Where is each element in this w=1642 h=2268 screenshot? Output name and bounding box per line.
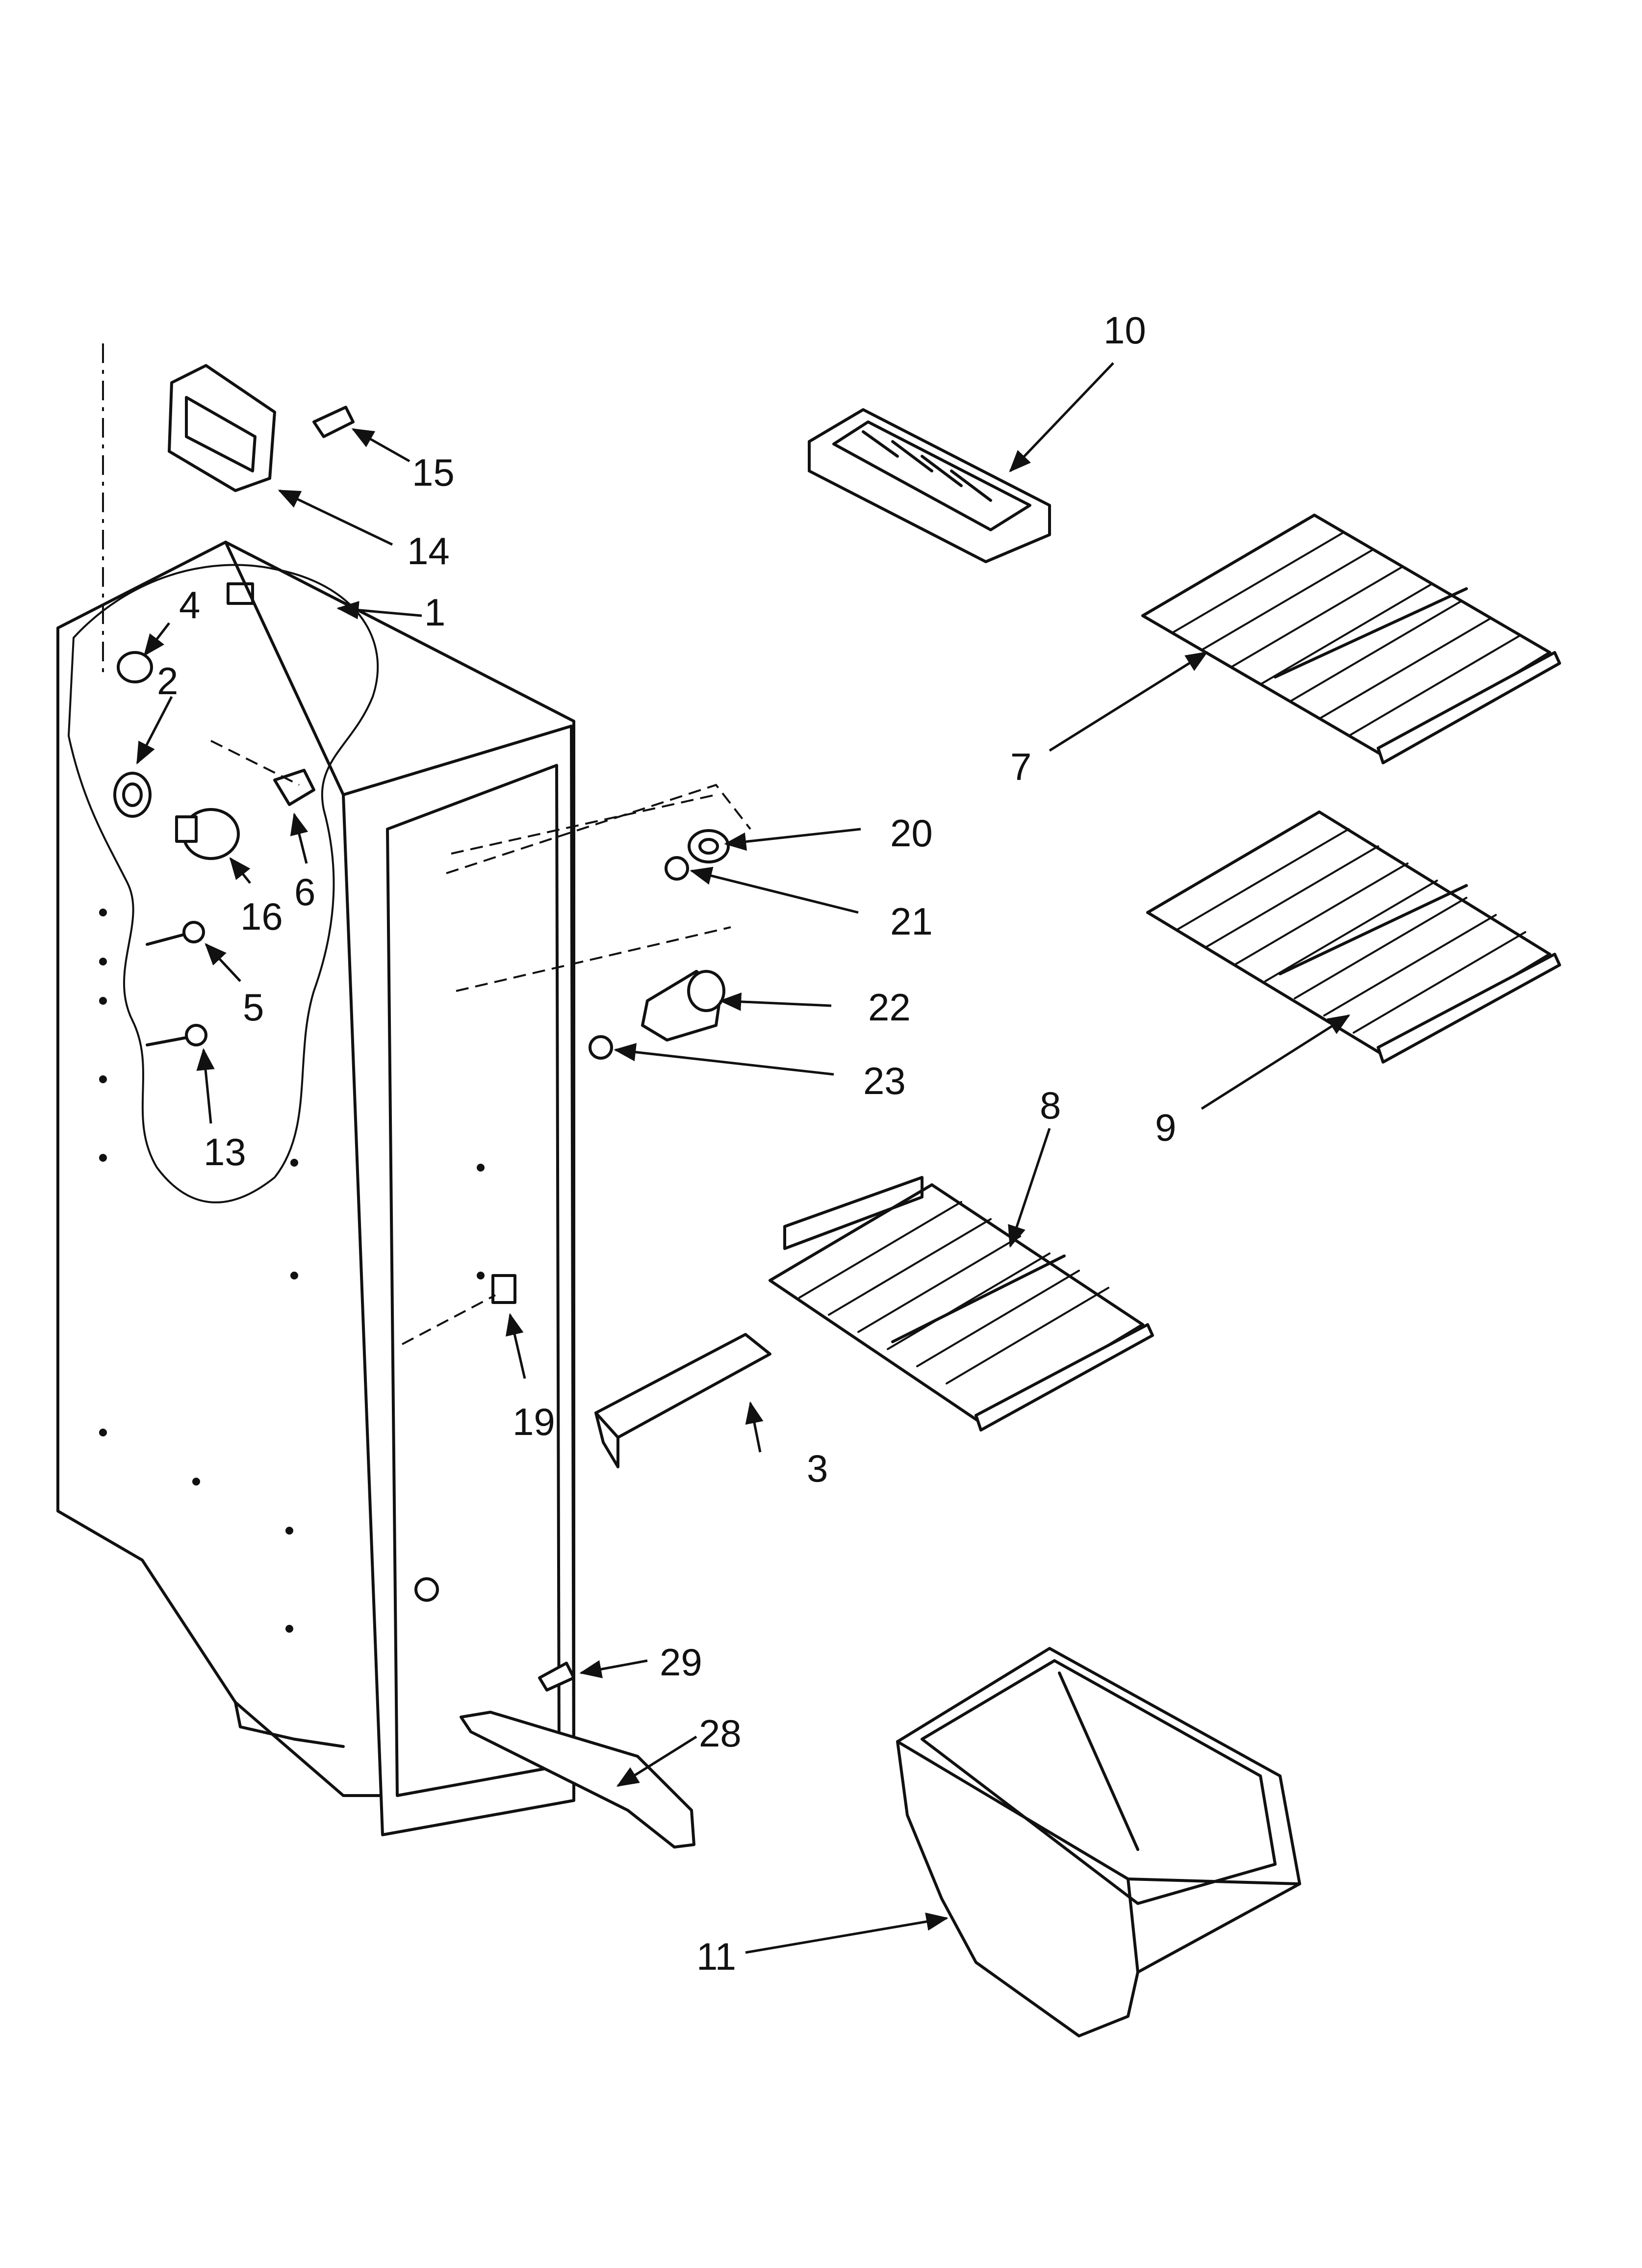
callout-1: 1 xyxy=(424,591,445,634)
callout-6: 6 xyxy=(294,870,315,913)
callout-7: 7 xyxy=(1010,745,1031,788)
light-socket xyxy=(113,772,152,818)
wire-shelf-9 xyxy=(1146,810,1561,1064)
callout-21: 21 xyxy=(890,900,933,943)
callout-10: 10 xyxy=(1103,309,1146,352)
callout-29: 29 xyxy=(660,1641,702,1684)
rail-28 xyxy=(460,1711,695,1849)
screw-13 xyxy=(146,1024,207,1046)
callout-19: 19 xyxy=(513,1400,555,1443)
switch-19 xyxy=(491,1274,516,1304)
callout-14: 14 xyxy=(407,529,450,573)
callout-28: 28 xyxy=(699,1712,742,1755)
leader-lines xyxy=(136,362,1351,1954)
storage-bin xyxy=(896,1647,1301,2037)
screw-15 xyxy=(312,406,355,438)
wire-shelf-7 xyxy=(1141,514,1561,764)
screw-21 xyxy=(665,856,689,881)
plate-upper xyxy=(446,783,751,874)
freezer-liner xyxy=(56,541,575,1836)
shelf-stop-3 xyxy=(594,1333,771,1468)
wire-shelf-8 xyxy=(769,1176,1154,1432)
callout-20: 20 xyxy=(890,811,933,855)
callout-2: 2 xyxy=(157,659,178,703)
callout-16: 16 xyxy=(240,895,283,938)
callout-22: 22 xyxy=(868,986,911,1029)
callout-labels: 1 2 3 4 5 6 7 8 9 10 11 13 14 15 16 19 2… xyxy=(157,309,1176,1978)
callout-5: 5 xyxy=(243,986,264,1029)
screw-23 xyxy=(589,1035,613,1060)
callout-4: 4 xyxy=(179,583,200,626)
button-plug xyxy=(117,651,153,683)
ice-tray xyxy=(808,408,1051,563)
light-bulb xyxy=(175,808,240,860)
screw-29 xyxy=(538,1662,575,1692)
callout-11: 11 xyxy=(696,1935,736,1978)
callout-23: 23 xyxy=(863,1059,906,1102)
callout-9: 9 xyxy=(1155,1106,1176,1149)
callout-8: 8 xyxy=(1040,1084,1061,1127)
roller-22 xyxy=(641,970,725,1042)
bearing-20 xyxy=(688,829,730,863)
bracket-14 xyxy=(168,364,276,492)
callout-3: 3 xyxy=(807,1447,828,1490)
screw-5 xyxy=(146,921,205,946)
callout-13: 13 xyxy=(204,1130,246,1173)
callout-15: 15 xyxy=(412,451,455,494)
light-switch-clip xyxy=(273,769,315,806)
